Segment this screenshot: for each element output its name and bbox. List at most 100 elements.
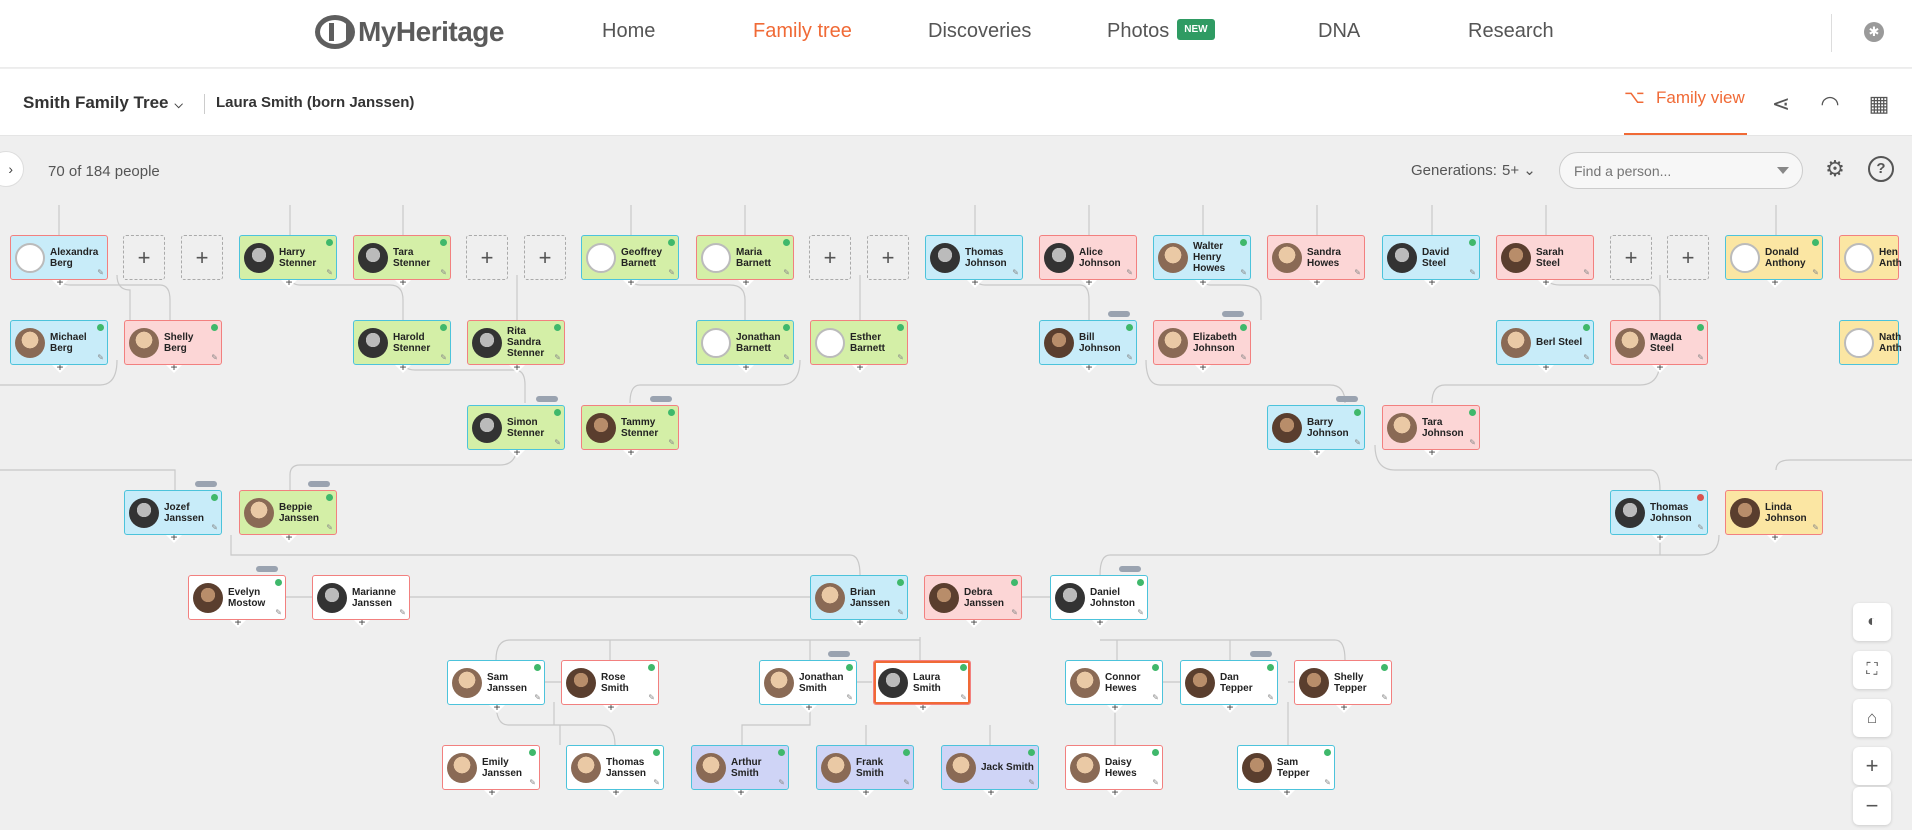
add-relative-button[interactable] xyxy=(858,790,874,798)
edit-pencil-icon[interactable]: ✎ xyxy=(1028,778,1035,787)
add-parent-button[interactable]: + xyxy=(524,235,566,280)
relationship-link-icon[interactable] xyxy=(308,481,330,487)
edit-pencil-icon[interactable]: ✎ xyxy=(783,353,790,362)
edit-pencil-icon[interactable]: ✎ xyxy=(97,353,104,362)
tree-selector[interactable]: Smith Family Tree⌵ xyxy=(23,93,183,113)
add-relative-button[interactable] xyxy=(1767,280,1783,288)
person-card[interactable]: Beppie Janssen ✎ xyxy=(239,490,337,543)
relationship-link-icon[interactable] xyxy=(1222,311,1244,317)
person-card[interactable]: Donald Anthony ✎ xyxy=(1725,235,1823,288)
edit-pencil-icon[interactable]: ✎ xyxy=(1240,268,1247,277)
edit-pencil-icon[interactable]: ✎ xyxy=(1697,353,1704,362)
edit-pencil-icon[interactable]: ✎ xyxy=(534,693,541,702)
add-parent-button[interactable]: + xyxy=(466,235,508,280)
nav-research[interactable]: Research xyxy=(1468,20,1554,42)
edit-pencil-icon[interactable]: ✎ xyxy=(1469,438,1476,447)
edit-pencil-icon[interactable]: ✎ xyxy=(960,693,967,702)
help-icon[interactable]: ? xyxy=(1868,156,1894,182)
person-card[interactable]: Dan Tepper ✎ xyxy=(1180,660,1278,713)
edit-pencil-icon[interactable]: ✎ xyxy=(1812,268,1819,277)
add-relative-button[interactable] xyxy=(1279,790,1295,798)
home-icon[interactable]: ⌂ xyxy=(1853,699,1891,737)
edit-pencil-icon[interactable]: ✎ xyxy=(1267,693,1274,702)
edit-pencil-icon[interactable]: ✎ xyxy=(529,778,536,787)
person-card[interactable]: Rita Sandra Stenner ✎ xyxy=(467,320,565,373)
person-card[interactable]: Alice Johnson ✎ xyxy=(1039,235,1137,288)
person-card[interactable]: Evelyn Mostow ✎ xyxy=(188,575,286,628)
add-relative-button[interactable] xyxy=(852,365,868,373)
edit-pencil-icon[interactable]: ✎ xyxy=(1469,268,1476,277)
add-relative-button[interactable] xyxy=(1107,705,1123,713)
find-person-input[interactable] xyxy=(1559,152,1803,189)
edit-pencil-icon[interactable]: ✎ xyxy=(554,353,561,362)
edit-pencil-icon[interactable]: ✎ xyxy=(1011,608,1018,617)
edit-pencil-icon[interactable]: ✎ xyxy=(97,268,104,277)
edit-pencil-icon[interactable]: ✎ xyxy=(275,608,282,617)
person-card[interactable]: Harry Stenner ✎ xyxy=(239,235,337,288)
tab-family-view[interactable]: ⌥Family view xyxy=(1624,87,1747,135)
add-relative-button[interactable] xyxy=(1538,280,1554,288)
person-card[interactable]: Daisy Hewes ✎ xyxy=(1065,745,1163,798)
add-parent-button[interactable]: + xyxy=(809,235,851,280)
edit-pencil-icon[interactable]: ✎ xyxy=(648,693,655,702)
relationship-link-icon[interactable] xyxy=(828,651,850,657)
person-card[interactable]: Esther Barnett ✎ xyxy=(810,320,908,373)
settings-gear-icon[interactable]: ⚙ xyxy=(1825,156,1845,181)
edit-pencil-icon[interactable]: ✎ xyxy=(211,353,218,362)
add-relative-button[interactable] xyxy=(1424,280,1440,288)
edit-pencil-icon[interactable]: ✎ xyxy=(211,523,218,532)
person-card[interactable]: Shelly Berg ✎ xyxy=(124,320,222,373)
list-view-icon[interactable]: ▦ xyxy=(1868,91,1890,116)
add-relative-button[interactable] xyxy=(509,365,525,373)
edit-pencil-icon[interactable]: ✎ xyxy=(554,438,561,447)
add-relative-button[interactable] xyxy=(1309,450,1325,458)
person-card[interactable]: Hen Anth xyxy=(1839,235,1902,280)
add-relative-button[interactable] xyxy=(1309,280,1325,288)
edit-pencil-icon[interactable]: ✎ xyxy=(653,778,660,787)
find-dropdown-icon[interactable] xyxy=(1777,167,1789,174)
add-relative-button[interactable] xyxy=(915,705,931,713)
person-card[interactable]: Bill Johnson ✎ xyxy=(1039,320,1137,373)
add-relative-button[interactable] xyxy=(1652,365,1668,373)
add-relative-button[interactable] xyxy=(281,535,297,543)
add-relative-button[interactable] xyxy=(52,280,68,288)
add-relative-button[interactable] xyxy=(166,535,182,543)
person-card[interactable]: Sarah Steel ✎ xyxy=(1496,235,1594,288)
edit-pencil-icon[interactable]: ✎ xyxy=(326,268,333,277)
edit-pencil-icon[interactable]: ✎ xyxy=(1324,778,1331,787)
edit-pencil-icon[interactable]: ✎ xyxy=(440,268,447,277)
edit-pencil-icon[interactable]: ✎ xyxy=(668,438,675,447)
add-relative-button[interactable] xyxy=(395,280,411,288)
edit-pencil-icon[interactable]: ✎ xyxy=(1126,268,1133,277)
add-relative-button[interactable] xyxy=(967,280,983,288)
add-parent-button[interactable]: + xyxy=(867,235,909,280)
add-relative-button[interactable] xyxy=(801,705,817,713)
person-card[interactable]: Alexandra Berg ✎ xyxy=(10,235,108,288)
relationship-link-icon[interactable] xyxy=(536,396,558,402)
edit-pencil-icon[interactable]: ✎ xyxy=(1152,778,1159,787)
zoom-in-icon[interactable]: + xyxy=(1853,747,1891,785)
edit-pencil-icon[interactable]: ✎ xyxy=(903,778,910,787)
add-parent-button[interactable]: + xyxy=(1667,235,1709,280)
edit-pencil-icon[interactable]: ✎ xyxy=(1152,693,1159,702)
person-card[interactable]: Tara Johnson ✎ xyxy=(1382,405,1480,458)
person-card-selected[interactable]: Laura Smith ✎ xyxy=(873,660,971,713)
person-card[interactable]: Magda Steel ✎ xyxy=(1610,320,1708,373)
relationship-link-icon[interactable] xyxy=(1336,396,1358,402)
person-card[interactable]: Jonathan Barnett ✎ xyxy=(696,320,794,373)
add-relative-button[interactable] xyxy=(603,705,619,713)
edit-pencil-icon[interactable]: ✎ xyxy=(668,268,675,277)
relationship-link-icon[interactable] xyxy=(1250,651,1272,657)
edit-pencil-icon[interactable]: ✎ xyxy=(1137,608,1144,617)
person-card[interactable]: Jonathan Smith ✎ xyxy=(759,660,857,713)
add-relative-button[interactable] xyxy=(1195,365,1211,373)
add-relative-button[interactable] xyxy=(395,365,411,373)
add-relative-button[interactable] xyxy=(1222,705,1238,713)
edit-pencil-icon[interactable]: ✎ xyxy=(897,353,904,362)
expand-panel-button[interactable]: › xyxy=(0,151,24,187)
add-relative-button[interactable] xyxy=(733,790,749,798)
add-relative-button[interactable] xyxy=(966,620,982,628)
add-relative-button[interactable] xyxy=(1107,790,1123,798)
edit-pencil-icon[interactable]: ✎ xyxy=(897,608,904,617)
nav-home[interactable]: Home xyxy=(602,20,656,42)
